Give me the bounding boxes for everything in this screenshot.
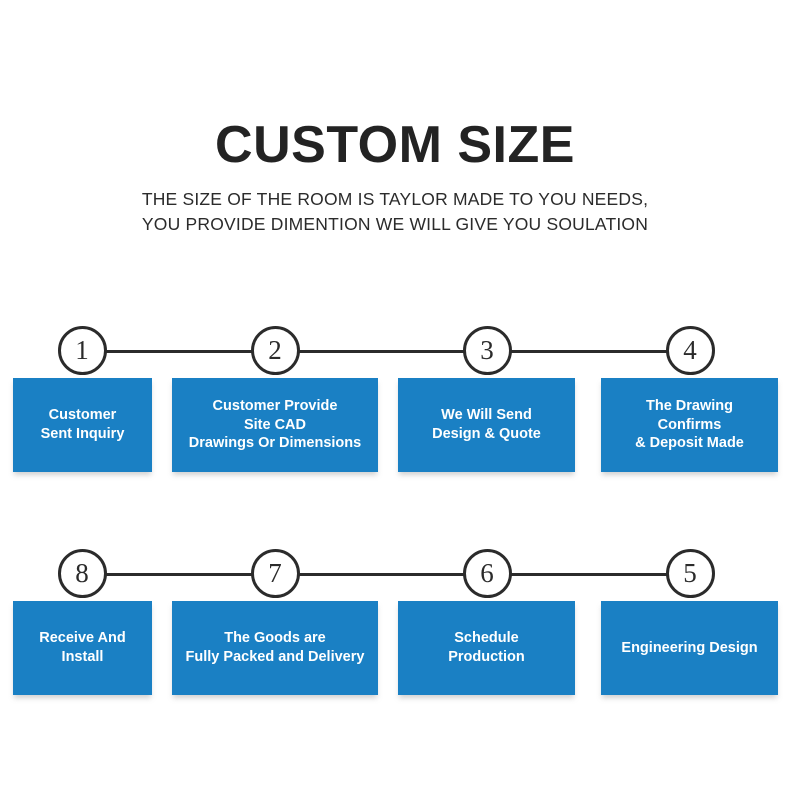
- step-box-4-line-3: & Deposit Made: [635, 435, 744, 452]
- step-box-7-line-1: The Goods are: [224, 630, 326, 647]
- header: CUSTOM SIZE THE SIZE OF THE ROOM IS TAYL…: [0, 118, 790, 238]
- step-number-badge-7: 7: [250, 549, 300, 598]
- step-box-1-line-2: Sent Inquiry: [40, 426, 125, 442]
- step-box-4[interactable]: The Drawing Confirms & Deposit Made: [601, 378, 778, 472]
- step-box-2-line-2: Site CAD: [243, 416, 307, 433]
- subtitle-line-1: THE SIZE OF THE ROOM IS TAYLOR MADE TO Y…: [141, 188, 649, 209]
- step-box-8[interactable]: Receive And Install: [13, 601, 152, 695]
- step-box-4-line-2: Confirms: [657, 416, 722, 433]
- connector-line-row-1: [82, 350, 690, 353]
- step-number-badge-8: 8: [57, 549, 107, 598]
- step-box-3-line-1: We Will Send: [441, 407, 532, 424]
- step-number-badge-4: 4: [665, 326, 715, 375]
- step-box-3[interactable]: We Will Send Design & Quote: [398, 378, 575, 472]
- step-number-badge-1: 1: [57, 326, 107, 375]
- step-box-6[interactable]: Schedule Production: [398, 601, 575, 695]
- step-box-8-line-2: Install: [61, 649, 104, 665]
- step-box-8-line-1: Receive And: [39, 630, 126, 647]
- step-box-2[interactable]: Customer Provide Site CAD Drawings Or Di…: [172, 378, 378, 472]
- connector-line-row-2: [82, 573, 690, 576]
- step-box-7[interactable]: The Goods are Fully Packed and Delivery: [172, 601, 378, 695]
- page-subtitle: THE SIZE OF THE ROOM IS TAYLOR MADE TO Y…: [0, 187, 790, 239]
- step-box-2-line-1: Customer Provide: [212, 398, 338, 415]
- step-box-5[interactable]: Engineering Design: [601, 601, 778, 695]
- step-number-badge-6: 6: [462, 549, 512, 598]
- step-box-1[interactable]: Customer Sent Inquiry: [13, 378, 152, 472]
- step-box-6-line-2: Production: [448, 649, 525, 665]
- step-box-6-line-1: Schedule: [454, 630, 519, 647]
- step-number-badge-2: 2: [250, 326, 300, 375]
- step-box-1-line-1: Customer: [48, 407, 117, 424]
- step-box-7-line-2: Fully Packed and Delivery: [185, 649, 365, 665]
- step-box-2-line-3: Drawings Or Dimensions: [188, 435, 362, 452]
- page-title: CUSTOM SIZE: [215, 116, 575, 174]
- subtitle-line-2: YOU PROVIDE DIMENTION WE WILL GIVE YOU S…: [141, 214, 649, 235]
- step-box-3-line-2: Design & Quote: [432, 426, 541, 442]
- step-number-badge-5: 5: [665, 549, 715, 598]
- process-row-1-boxes: Customer Sent Inquiry Customer Provide S…: [0, 378, 790, 472]
- step-box-5-line-1: Engineering Design: [621, 639, 758, 656]
- step-number-badge-3: 3: [462, 326, 512, 375]
- step-box-4-line-1: The Drawing: [645, 398, 733, 415]
- process-row-2-boxes: Receive And Install The Goods are Fully …: [0, 601, 790, 695]
